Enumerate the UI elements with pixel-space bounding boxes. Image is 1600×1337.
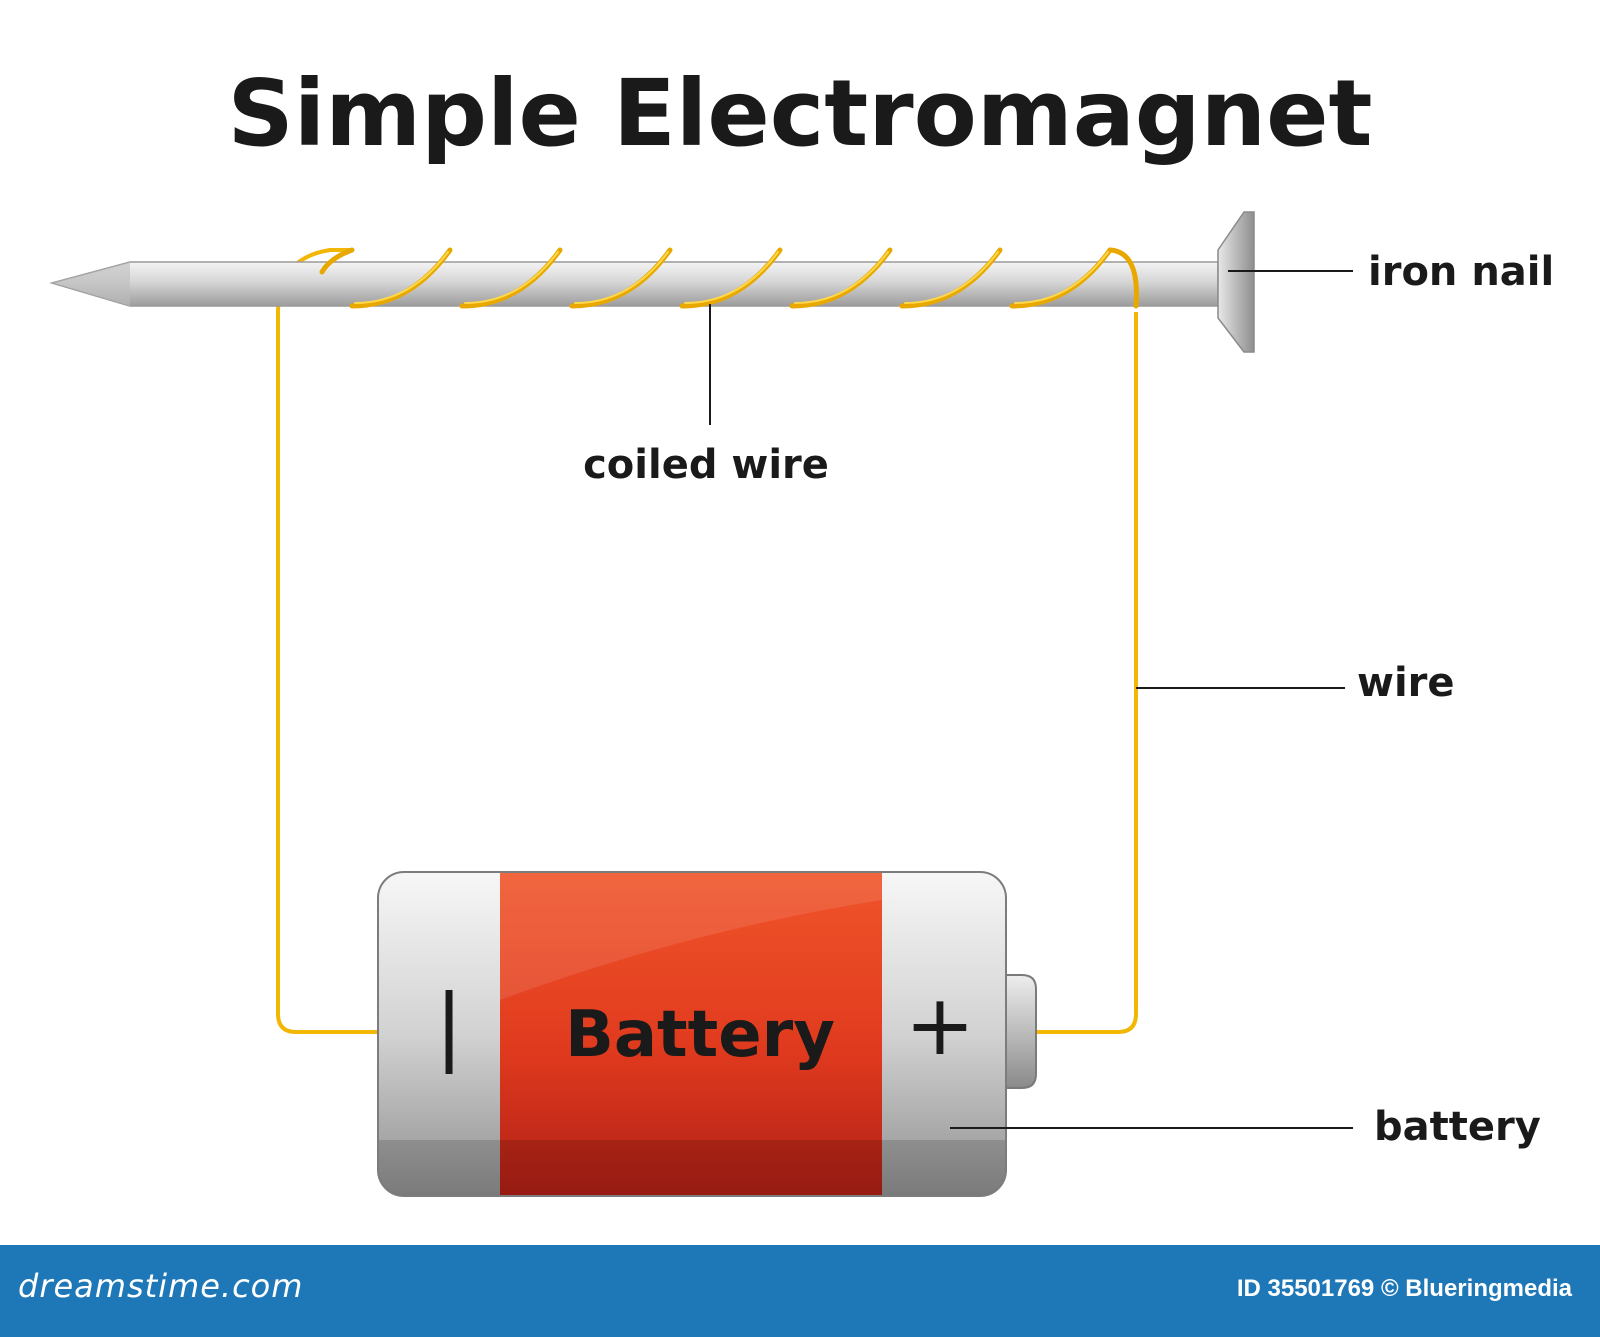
label-coiled-wire: coiled wire [583, 442, 829, 488]
negative-terminal-symbol: | [435, 976, 463, 1074]
label-battery: battery [1374, 1104, 1541, 1150]
iron-nail [49, 211, 1255, 353]
label-iron-nail: iron nail [1368, 249, 1554, 295]
circuit-wire [276, 248, 1138, 1034]
positive-terminal-symbol: + [905, 976, 975, 1074]
footer-site-text: dreamstime.com [18, 1267, 304, 1305]
watermark-footer: dreamstime.com ID 35501769 © Blueringmed… [0, 1245, 1600, 1337]
coil-highlights [354, 251, 1109, 304]
leader-lines [709, 270, 1353, 1129]
battery-text: Battery [565, 998, 835, 1072]
diagram-title: Simple Electromagnet [227, 60, 1372, 167]
label-wire: wire [1357, 660, 1455, 706]
electromagnet-diagram: Simple Electromagnet [49, 60, 1554, 1197]
battery-cell [377, 871, 1037, 1197]
footer-credit-text: ID 35501769 © Blueringmedia [1236, 1275, 1572, 1302]
